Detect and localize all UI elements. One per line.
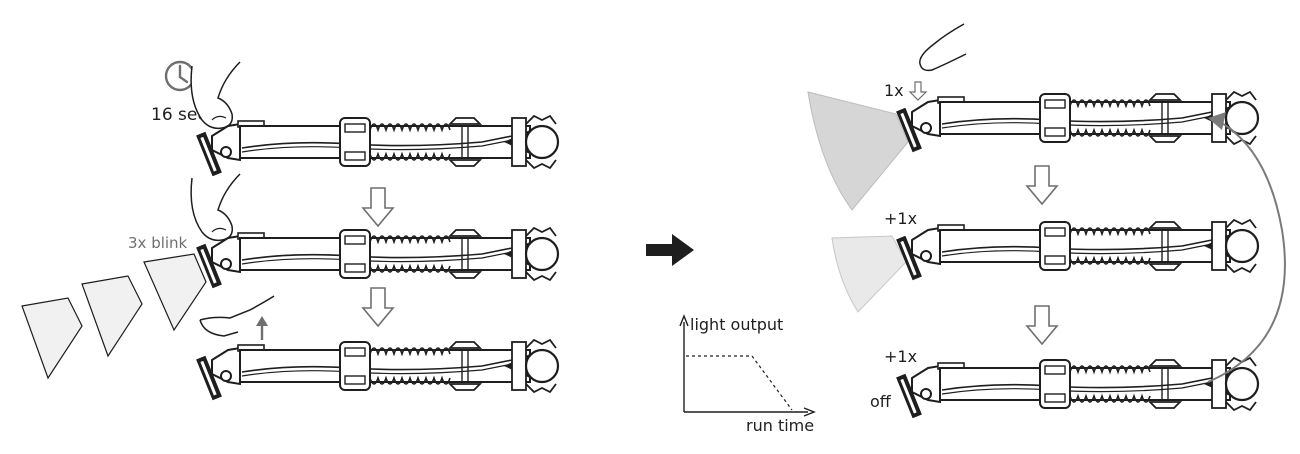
off-label: off xyxy=(870,392,892,411)
timer-label: 16 sec xyxy=(151,105,207,125)
down-arrow-icon xyxy=(1026,165,1058,205)
down-arrow-icon xyxy=(362,187,394,227)
lamp-high xyxy=(895,90,1260,154)
finger-lift xyxy=(199,295,275,337)
light-output-chart: light output run time xyxy=(679,314,816,435)
down-arrow-icon xyxy=(362,287,394,327)
press-2-label: +1x xyxy=(884,209,917,228)
down-arrow-icon xyxy=(1026,305,1058,345)
finger-icon xyxy=(919,23,967,72)
press-1-label: 1x xyxy=(884,81,904,100)
finger-icon xyxy=(190,173,241,242)
beam-dim xyxy=(831,235,907,313)
lamp-step-2 xyxy=(195,226,560,290)
lamp-low xyxy=(895,218,1260,282)
sequence-arrow-icon xyxy=(646,234,694,266)
y-axis-label: light output xyxy=(690,315,783,334)
right-sequence: 1x +1x +1x off xyxy=(807,23,1286,420)
cycle-arrow-icon xyxy=(1207,112,1286,383)
lamp-step-1 xyxy=(195,114,560,178)
blink-label: 3x blink xyxy=(128,234,188,252)
blink-beams xyxy=(21,253,207,380)
left-sequence: 16 sec 3x blink xyxy=(21,60,560,402)
press-3-label: +1x xyxy=(884,347,917,366)
x-axis-label: run time xyxy=(746,416,814,435)
up-arrow-icon xyxy=(256,316,268,340)
press-indicator-icon xyxy=(908,81,928,101)
output-curve xyxy=(686,355,793,411)
clock-icon xyxy=(164,60,196,92)
beam-bright xyxy=(807,91,909,211)
lamp-off xyxy=(895,356,1260,420)
lamp-step-3 xyxy=(195,338,560,402)
